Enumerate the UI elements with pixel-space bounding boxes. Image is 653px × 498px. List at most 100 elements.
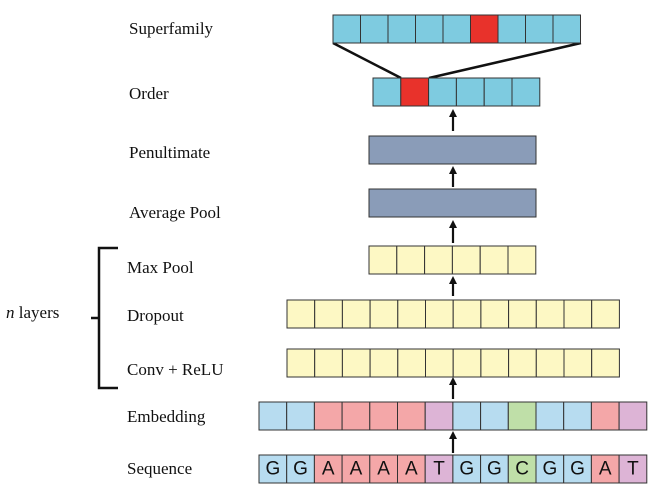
max-pool-cell [368, 245, 398, 275]
conv-relu-cell [508, 348, 537, 378]
superfamily-cell [470, 14, 499, 44]
order-cell [428, 77, 457, 107]
order-cell [511, 77, 541, 107]
average-pool-layer [368, 188, 537, 218]
sequence-base-letter: G [265, 459, 280, 480]
order-layer [372, 77, 541, 107]
embedding-cell [313, 401, 343, 431]
conv-relu-cell [397, 348, 426, 378]
label-average-pool: Average Pool [129, 203, 221, 222]
embedding-cell [507, 401, 537, 431]
max-pool-cell [451, 245, 481, 275]
conv-relu-cell [563, 348, 593, 378]
sequence-base-letter: A [599, 459, 612, 480]
superfamily-cell [552, 14, 581, 44]
conv-relu-cell [452, 348, 482, 378]
embedding-cell [618, 401, 648, 431]
funnel-lines [332, 41, 582, 80]
superfamily-cell [525, 14, 554, 44]
superfamily-cell [415, 14, 444, 44]
max-pool-cell [396, 245, 426, 275]
embedding-cell [563, 401, 592, 431]
dropout-cell [425, 299, 454, 329]
sequence-base-letter: G [542, 459, 557, 480]
dropout-cell [480, 299, 510, 329]
embedding-cell [480, 401, 509, 431]
embedding-cell [452, 401, 482, 431]
dropout-layer [286, 299, 620, 329]
embedding-cell [535, 401, 565, 431]
label-n-layers-rest: layers [15, 303, 60, 322]
embedding-cell [286, 401, 315, 431]
dropout-cell [369, 299, 399, 329]
dropout-cell [563, 299, 593, 329]
dropout-cell [508, 299, 537, 329]
embedding-cell [424, 401, 454, 431]
label-embedding: Embedding [127, 407, 206, 426]
layers-bracket [91, 246, 118, 390]
label-superfamily: Superfamily [129, 19, 214, 38]
conv-relu-cell [425, 348, 454, 378]
sequence-base-letter: G [487, 459, 502, 480]
embedding-cell [369, 401, 398, 431]
sequence-cell [535, 454, 565, 484]
superfamily-cell [360, 14, 389, 44]
label-max-pool: Max Pool [127, 258, 194, 277]
dropout-cell [591, 299, 620, 329]
sequence-base-letter: A [322, 459, 335, 480]
sequence-cell [590, 454, 620, 484]
superfamily-layer [332, 14, 581, 44]
label-dropout: Dropout [127, 306, 184, 325]
dropout-cell [397, 299, 426, 329]
superfamily-cell [497, 14, 526, 44]
max-pool-cell [424, 245, 453, 275]
sequence-base-letter: A [377, 459, 390, 480]
conv-relu-cell [369, 348, 399, 378]
max-pool-layer [368, 245, 537, 275]
order-cell [455, 77, 485, 107]
sequence-cell [618, 454, 648, 484]
label-n-layers: n layers [6, 303, 59, 322]
sequence-cell [480, 454, 509, 484]
conv-relu-cell [591, 348, 620, 378]
embedding-cell [397, 401, 426, 431]
sequence-base-letter: G [570, 459, 585, 480]
dropout-cell [286, 299, 316, 329]
max-pool-cell [479, 245, 509, 275]
dropout-cell [452, 299, 482, 329]
order-cell [400, 77, 430, 107]
conv-relu-cell [535, 348, 565, 378]
conv-relu-cell [480, 348, 510, 378]
sequence-cell [313, 454, 343, 484]
max-pool-cell [507, 245, 537, 275]
superfamily-cell [387, 14, 416, 44]
sequence-base-letter: T [433, 459, 445, 480]
label-n-layers-n: n [6, 303, 15, 322]
dropout-cell [314, 299, 343, 329]
order-cell [483, 77, 513, 107]
superfamily-cell [332, 14, 361, 44]
superfamily-cell [442, 14, 471, 44]
penultimate-layer [368, 135, 537, 165]
embedding-cell [590, 401, 620, 431]
sequence-base-letter: T [627, 459, 639, 480]
sequence-cell [507, 454, 537, 484]
sequence-base-letter: G [459, 459, 474, 480]
sequence-cell [286, 454, 315, 484]
conv-relu-cell [341, 348, 371, 378]
conv-relu-cell [286, 348, 316, 378]
sequence-base-letter: A [405, 459, 418, 480]
order-cell [372, 77, 402, 107]
label-conv-relu: Conv + ReLU [127, 360, 223, 379]
embedding-cell [258, 401, 288, 431]
conv-relu-layer [286, 348, 620, 378]
dropout-cell [341, 299, 371, 329]
embedding-layer [258, 401, 648, 431]
dropout-cell [535, 299, 565, 329]
sequence-base-letter: G [293, 459, 308, 480]
sequence-base-letter: A [350, 459, 363, 480]
conv-relu-cell [314, 348, 343, 378]
embedding-cell [341, 401, 371, 431]
